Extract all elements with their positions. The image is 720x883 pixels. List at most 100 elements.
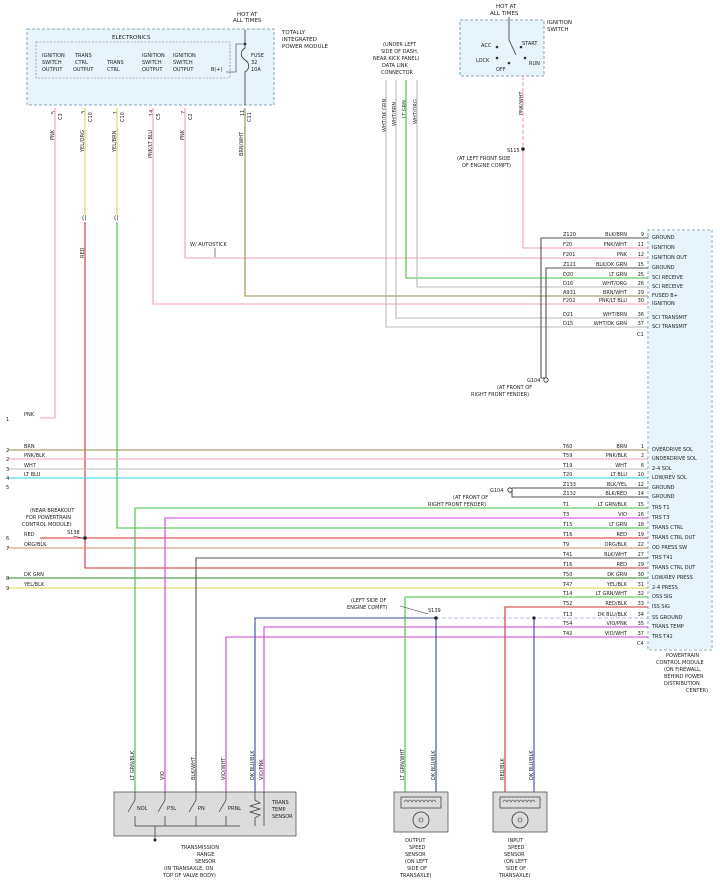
c4-row-function: OSS SIG xyxy=(652,594,673,600)
wire-lt-grn-blk-t1 xyxy=(134,507,648,792)
ign-start: START xyxy=(522,41,538,47)
trs-temp-3: SENSOR xyxy=(272,814,293,820)
left-num-2: 2 xyxy=(6,448,9,454)
c4-row-wire: YEL/BLK xyxy=(606,582,628,588)
tipm-title-2: INTEGRATED xyxy=(282,37,317,43)
tipm-fuse-2: 32 xyxy=(251,60,257,66)
pcm-title-2: CONTROL MODULE xyxy=(656,660,704,666)
wire-blk-wht-t41 xyxy=(195,557,648,792)
oss-title-6: TRANSAXLE) xyxy=(399,873,432,879)
connector-mark-1: (( xyxy=(82,215,87,222)
tipm-wire-6: BRN/WHT xyxy=(239,131,245,156)
trs-temp-resistor xyxy=(248,792,265,826)
c1-row-function: SCI RECEIVE xyxy=(652,275,683,281)
ign-wire: PNK/WHT xyxy=(519,91,525,115)
c4-row-function: GROUND xyxy=(652,494,675,500)
trs-pos-2: P3L xyxy=(167,806,176,812)
iss-title-6: TRANSAXLE) xyxy=(498,873,531,879)
tipm-pin-1: 5 xyxy=(51,111,57,114)
tipm-output-5b: SWITCH xyxy=(173,60,193,66)
tipm-node xyxy=(243,42,247,46)
trs-switch-p3l xyxy=(157,792,166,826)
tipm-output-3a: TRANS xyxy=(106,60,124,66)
s139-node xyxy=(434,616,438,620)
wire-pnk-lt-blu xyxy=(152,108,648,305)
wire-vio-wht-t42 xyxy=(225,636,648,792)
pcm-title-4: BEHIND POWER xyxy=(664,674,704,680)
iss-ground-node xyxy=(532,616,536,620)
c4-row-wire: RED xyxy=(617,562,628,568)
tipm-conn-4: C5 xyxy=(156,113,162,120)
c4-row-wire: LT BLU xyxy=(611,472,628,478)
trs-wire-4: VIO/WHT xyxy=(221,757,227,780)
dlc-wire-3: LT GRN xyxy=(402,100,408,118)
ign-title-2: SWITCH xyxy=(547,27,569,33)
s138-node xyxy=(83,536,87,540)
s138-2: FOR POWERTRAIN xyxy=(26,515,71,521)
trs-wire-6: VIO/PNK xyxy=(259,759,265,780)
oss-title-2: SPEED xyxy=(409,845,426,851)
c4-row-circuit: T42 xyxy=(562,631,572,637)
c4-row-pin: 19 xyxy=(638,532,644,538)
g104-top-1: G104 xyxy=(527,378,540,384)
wire-brn-wht xyxy=(244,108,648,297)
trs-switch-pn xyxy=(188,792,197,826)
pcm-edge-top xyxy=(647,229,713,651)
c4-row-wire: BLK/YEL xyxy=(607,482,627,488)
c4-row-circuit: T1 xyxy=(562,502,569,508)
c1-row-function: GROUND xyxy=(652,265,675,271)
c4-row-circuit: T54 xyxy=(562,621,572,627)
c1-row-circuit: Z120 xyxy=(563,232,576,238)
c1-row-circuit: Z121 xyxy=(563,262,576,268)
wire-lt-grn-trans xyxy=(116,222,648,529)
misc-labels: RED W/ AUTOSTICK G104 (AT FRONT OF RIGHT… xyxy=(22,242,540,614)
iss-title-1: INPUT xyxy=(508,838,524,844)
s138-4: S138 xyxy=(67,530,80,536)
s139-3: S139 xyxy=(428,608,441,614)
g104-mid-node xyxy=(507,487,513,493)
c4-row-function: OVERDRIVE SOL xyxy=(652,447,693,453)
left-name-5: LT BLU xyxy=(24,472,41,478)
left-name-2: BRN xyxy=(24,444,35,450)
tipm-pin-5: 7 xyxy=(181,111,187,114)
c4-row-function: 2-4 SOL xyxy=(652,466,672,472)
trs-ground-node xyxy=(153,838,157,842)
wire-blk-brn xyxy=(540,237,648,378)
c4-row-wire: BLK/RED xyxy=(605,491,627,497)
g104-mid-2: (AT FRONT OF xyxy=(453,495,488,501)
tipm-pin-3: 1 xyxy=(113,111,119,114)
ignition-switch-box xyxy=(459,19,545,77)
wire-pnk-ign-out xyxy=(184,108,648,259)
c4-row-pin: 32 xyxy=(638,591,644,597)
c1-row-pin: 9 xyxy=(641,232,644,238)
c4-row-pin: 2 xyxy=(641,453,644,459)
tipm-wire-4: PNK/LT BLU xyxy=(148,130,154,158)
c4-row-pin: 34 xyxy=(638,612,644,618)
trs-box xyxy=(113,791,297,837)
c4-row-circuit: T16 xyxy=(562,532,572,538)
c1-row-pin: 29 xyxy=(638,290,644,296)
s139-pointer xyxy=(399,605,429,615)
trs-wire-3: BLK/WHT xyxy=(191,756,197,780)
oss-tone-wheel xyxy=(412,811,430,829)
c4-row-wire: BLK/WHT xyxy=(604,552,628,558)
trs-title-5: TOP OF VALVE BODY) xyxy=(162,873,216,879)
c4-row-pin: 22 xyxy=(638,542,644,548)
tipm-wire-2: YEL/ORG xyxy=(80,130,86,153)
tipm-b-plus: B(+) xyxy=(211,67,223,73)
dlc-block: (UNDER LEFT SIDE OF DASH, NEAR KICK PANE… xyxy=(373,42,419,132)
trs-wire-2: VIO xyxy=(160,771,166,780)
trs-pos-4: PRNL xyxy=(228,806,241,812)
dlc-wire-1: WHT/DK GRN xyxy=(382,98,388,132)
left-num-4: 3 xyxy=(6,467,9,473)
c1-row-function: FUSED B+ xyxy=(652,293,678,299)
c4-row-wire: PNK/BLK xyxy=(606,453,628,459)
c1-row-circuit: D20 xyxy=(563,272,573,278)
s115-label: S115 xyxy=(507,148,520,154)
c4-row-circuit: Z133 xyxy=(563,482,576,488)
c4-row-wire: VIO/WHT xyxy=(605,631,628,637)
oss-coil-turns xyxy=(403,799,437,803)
tipm-title-3: POWER MODULE xyxy=(282,44,329,50)
